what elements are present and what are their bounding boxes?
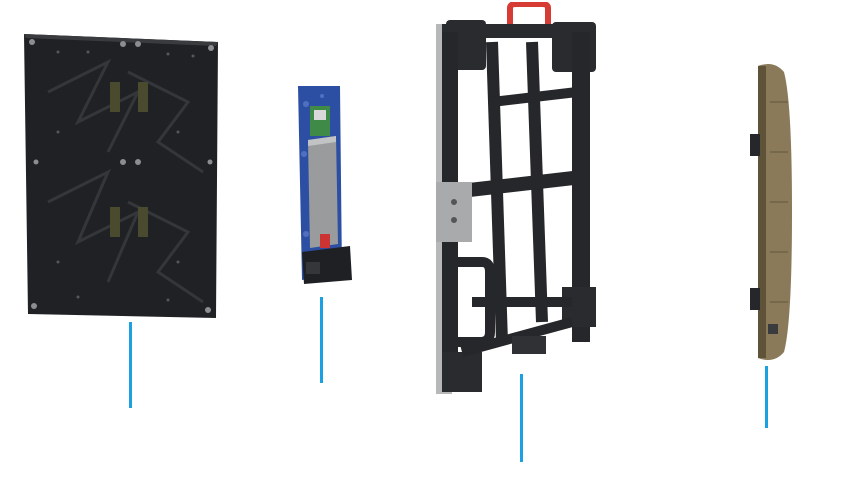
led-module-panel xyxy=(18,32,223,322)
side-edge-cover-leader-line xyxy=(765,366,768,428)
cabinet-frame xyxy=(432,2,602,394)
receiving-card-power-box xyxy=(292,84,354,286)
side-edge-cover xyxy=(748,62,794,364)
cabinet-frame-leader-line xyxy=(520,374,523,462)
receiving-card-leader-line xyxy=(320,297,323,383)
led-module-leader-line xyxy=(129,322,132,408)
